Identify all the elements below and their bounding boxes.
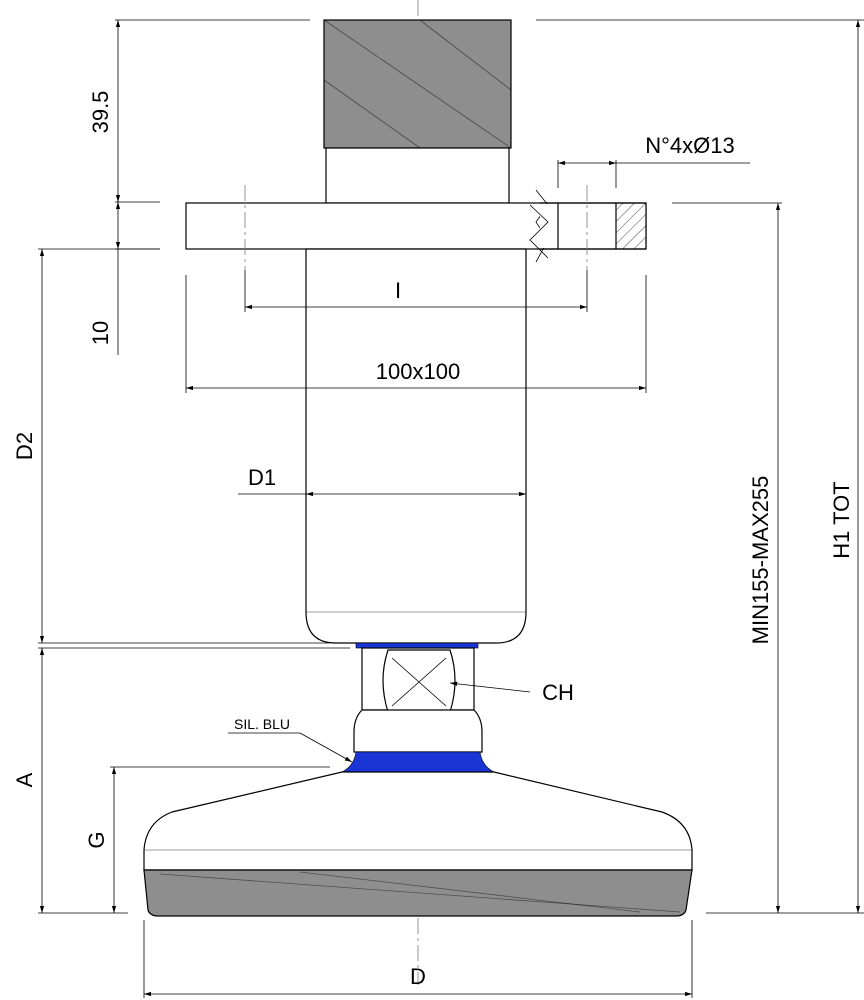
dim-adjust-range: MIN155-MAX255 <box>672 202 864 914</box>
label-plate-size: 100x100 <box>376 359 460 384</box>
cylinder-body <box>305 248 527 644</box>
dim-plate-size: 100x100 <box>185 275 647 393</box>
silicone-band-top <box>355 642 479 649</box>
dim-wrench: CH <box>449 680 574 705</box>
dim-flange-thickness: 10 <box>88 202 160 355</box>
dim-height-top: 39.5 <box>88 19 310 203</box>
dim-hole-spacing: I <box>244 270 588 312</box>
top-block <box>323 19 512 149</box>
label-flange-thickness: 10 <box>88 321 113 345</box>
stem <box>353 647 483 753</box>
dim-g: G <box>84 766 330 913</box>
dim-holes: N°4xØ13 <box>557 133 750 188</box>
label-hole-spacing: I <box>395 278 401 303</box>
label-adjust-range: MIN155-MAX255 <box>748 476 773 645</box>
label-holes: N°4xØ13 <box>645 133 735 158</box>
label-base-diameter: D <box>410 964 426 989</box>
label-total-height: H1 TOT <box>829 481 854 558</box>
neck <box>325 147 510 204</box>
label-d2: D2 <box>12 432 37 460</box>
label-silicone: SIL. BLU <box>234 716 290 732</box>
dim-d1: D1 <box>238 465 526 497</box>
label-wrench: CH <box>542 680 574 705</box>
dim-d2: D2 <box>12 248 330 644</box>
dim-total-height: H1 TOT <box>536 19 864 913</box>
base <box>143 771 693 917</box>
dim-silicone: SIL. BLU <box>228 716 353 763</box>
label-height-top: 39.5 <box>88 91 113 134</box>
label-a: A <box>12 772 37 787</box>
label-d1: D1 <box>248 465 276 490</box>
silicone-band-bottom <box>341 751 495 773</box>
dim-base-diameter: D <box>143 920 693 998</box>
label-g: G <box>84 831 109 848</box>
dim-a: A <box>12 647 350 914</box>
